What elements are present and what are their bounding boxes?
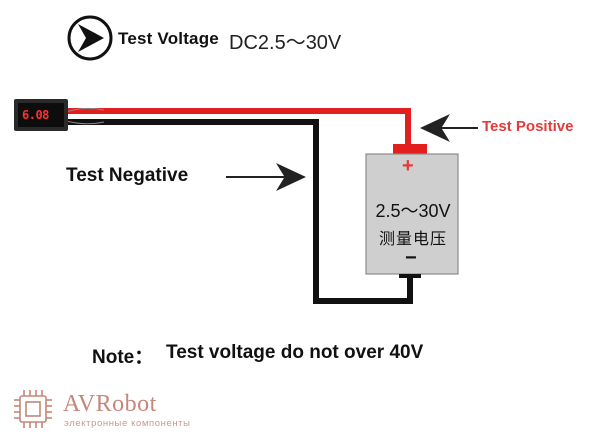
battery-source [365,144,459,278]
negative-terminal [399,274,421,278]
battery-label-cn: 测量电压 [378,231,447,248]
header-range: DC2.5～30V [229,32,342,54]
battery-plus-sign: + [402,155,414,177]
label-test-negative: Test Negative [66,165,189,186]
voltmeter [14,99,68,131]
meter-leads [65,107,105,125]
play-arrow-circle-icon [67,15,113,61]
watermark-brand: AVRobot [63,391,157,417]
meter-reading: 6.08 [22,108,49,122]
battery-minus-sign: − [405,247,417,269]
arrow-right-icon [226,163,306,191]
watermark-tagline: электронные компоненты [64,418,191,429]
negative-wire [66,119,413,304]
note-text: Test voltage do not over 40V [166,342,424,363]
positive-wire [66,108,411,146]
battery-range: 2.5～30V [375,201,451,221]
header-title: Test Voltage [118,29,219,48]
label-test-positive: Test Positive [482,118,574,135]
chip-icon [14,390,52,428]
note-label: Note： [92,347,154,368]
positive-terminal [393,144,427,154]
arrow-left-icon [420,114,478,142]
